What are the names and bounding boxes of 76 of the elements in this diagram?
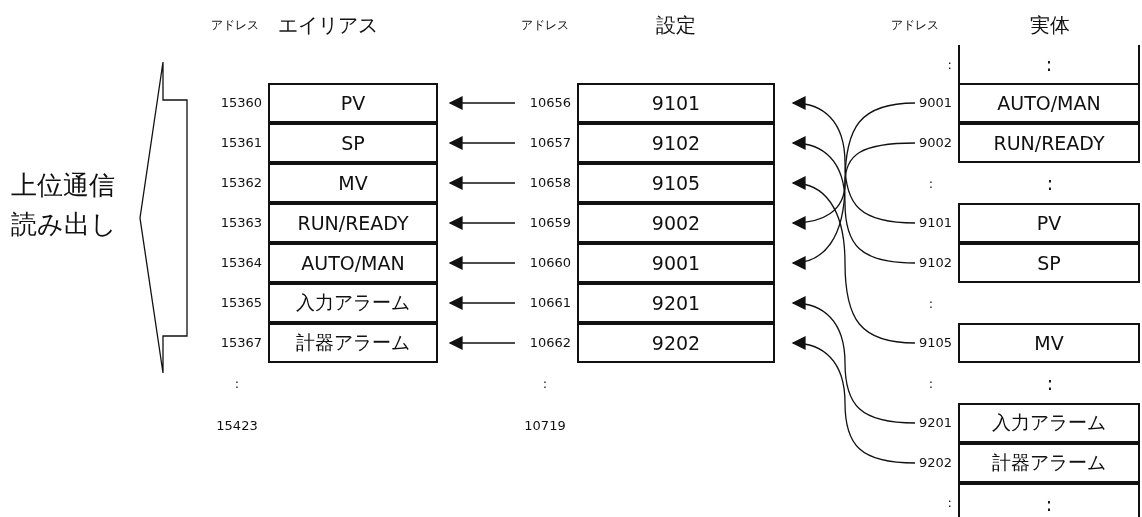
column-heading: 設定 [656, 11, 696, 39]
register-cell: SP [958, 243, 1140, 283]
arrow [448, 256, 516, 270]
ellipsis: : [1046, 372, 1054, 394]
register-cell: SP [268, 123, 438, 163]
column-heading: エイリアス [278, 11, 378, 39]
register-cell: 9105 [577, 163, 775, 203]
register-cell: AUTO/MAN [268, 243, 438, 283]
register-cell: 計器アラーム [268, 323, 438, 363]
register-cell: MV [958, 323, 1140, 363]
register-cell: : [958, 483, 1140, 517]
register-cell: 入力アラーム [958, 403, 1140, 443]
address-label: 15363 [220, 215, 262, 230]
arrow [791, 142, 916, 230]
address-label: 9105 [918, 335, 952, 350]
arrow [448, 176, 516, 190]
register-cell: AUTO/MAN [958, 83, 1140, 123]
register-cell: 計器アラーム [958, 443, 1140, 483]
address-label: 10656 [529, 95, 571, 110]
ellipsis: : [928, 375, 934, 391]
address-label: 15360 [220, 95, 262, 110]
address-label: 15365 [220, 295, 262, 310]
ellipsis: : [928, 175, 934, 191]
address-label: 9201 [918, 415, 952, 430]
address-label: 9002 [918, 135, 952, 150]
register-cell: 入力アラーム [268, 283, 438, 323]
register-cell: 9101 [577, 83, 775, 123]
ellipsis: : [928, 295, 934, 311]
arrow [448, 216, 516, 230]
register-cell: 9201 [577, 283, 775, 323]
address-label: 10662 [529, 335, 571, 350]
address-label: 10661 [529, 295, 571, 310]
ellipsis: : [1046, 172, 1054, 194]
address-heading: アドレス [521, 16, 569, 34]
address-label: 15367 [220, 335, 262, 350]
register-cell: MV [268, 163, 438, 203]
side-caption: 上位通信読み出し [11, 169, 118, 241]
arrow [791, 296, 916, 424]
address-label: 9202 [918, 455, 952, 470]
arrow [791, 102, 916, 270]
register-cell: PV [958, 203, 1140, 243]
register-cell: PV [268, 83, 438, 123]
register-cell: 9202 [577, 323, 775, 363]
register-cell: : [958, 45, 1140, 85]
register-cell: 9102 [577, 123, 775, 163]
address-label: 10657 [529, 135, 571, 150]
arrow [791, 176, 916, 344]
arrow [448, 296, 516, 310]
arrow [448, 336, 516, 350]
address-label: 15362 [220, 175, 262, 190]
arrow [791, 136, 916, 264]
arrow [448, 136, 516, 150]
address-label: 9001 [918, 95, 952, 110]
column-heading: 実体 [1030, 11, 1070, 39]
address-label: 15361 [220, 135, 262, 150]
address-heading: アドレス [891, 16, 939, 34]
address-label: 10660 [529, 255, 571, 270]
address-label: 9101 [918, 215, 952, 230]
address-label: 15364 [220, 255, 262, 270]
ellipsis: : [234, 375, 240, 391]
address-label: 9102 [918, 255, 952, 270]
address-label: : [947, 495, 952, 510]
address-label: : [947, 57, 952, 72]
register-cell: RUN/READY [958, 123, 1140, 163]
arrow [791, 336, 916, 464]
address-label: 10658 [529, 175, 571, 190]
register-cell: 9002 [577, 203, 775, 243]
register-cell: 9001 [577, 243, 775, 283]
arrow [791, 96, 916, 224]
register-cell: RUN/READY [268, 203, 438, 243]
address-heading: アドレス [211, 16, 259, 34]
arrow [448, 96, 516, 110]
address-label: 15423 [216, 417, 258, 433]
ellipsis: : [542, 375, 548, 391]
address-label: 10719 [524, 417, 566, 433]
address-label: 10659 [529, 215, 571, 230]
